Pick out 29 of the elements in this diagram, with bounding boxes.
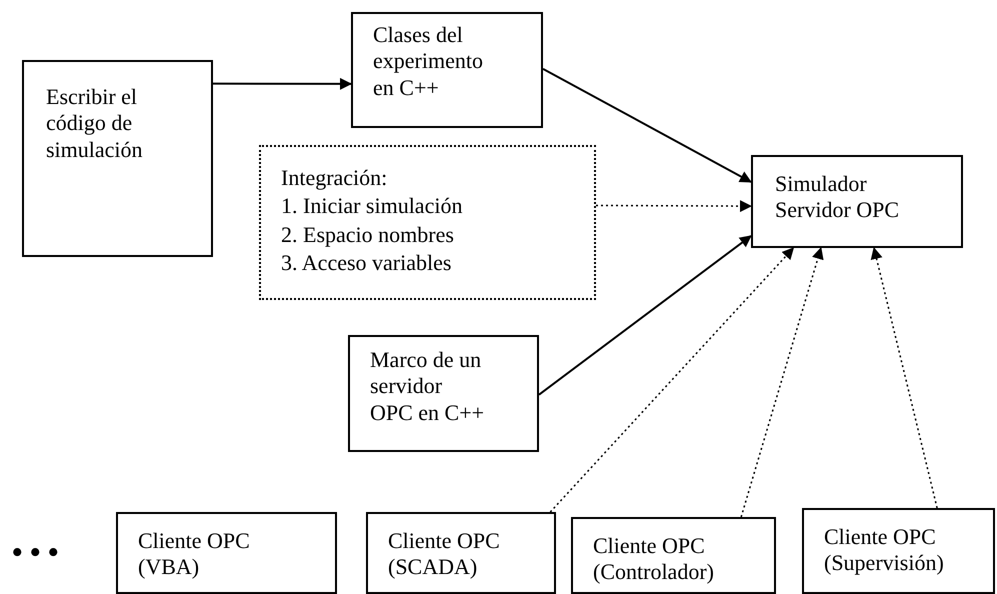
list-item: 2. Espacio nombres <box>281 222 455 248</box>
process-box <box>348 335 539 452</box>
process-box <box>116 512 337 594</box>
process-box <box>571 517 776 594</box>
box-text: Escribir el código de simulación <box>46 84 144 164</box>
box-text: Clases del experimento en C++ <box>373 22 484 102</box>
box-heading: Integración: <box>281 165 388 192</box>
arrow <box>870 247 938 508</box>
box-text: Cliente OPC (Supervisión) <box>824 524 945 577</box>
process-box <box>259 145 596 300</box>
process-box <box>751 155 963 248</box>
list-item: 1. Iniciar simulación <box>281 193 464 220</box>
box-text: Cliente OPC (Controlador) <box>593 533 715 586</box>
arrow <box>542 68 752 183</box>
process-box <box>351 12 543 128</box>
ellipsis-text: • • • <box>12 536 59 570</box>
process-box <box>802 508 995 594</box>
arrow <box>538 235 752 396</box>
box-text: Simulador Servidor OPC <box>775 171 900 224</box>
process-box <box>22 60 213 257</box>
arrow <box>550 247 794 512</box>
box-text: Cliente OPC (VBA) <box>138 528 251 581</box>
arrow <box>213 78 352 90</box>
arrow <box>596 200 752 212</box>
process-box <box>366 512 556 594</box>
box-text: Marco de un servidor OPC en C++ <box>370 347 486 426</box>
box-text: Cliente OPC (SCADA) <box>388 528 501 581</box>
list-item: 3. Acceso variables <box>281 250 452 277</box>
arrow <box>740 247 824 518</box>
